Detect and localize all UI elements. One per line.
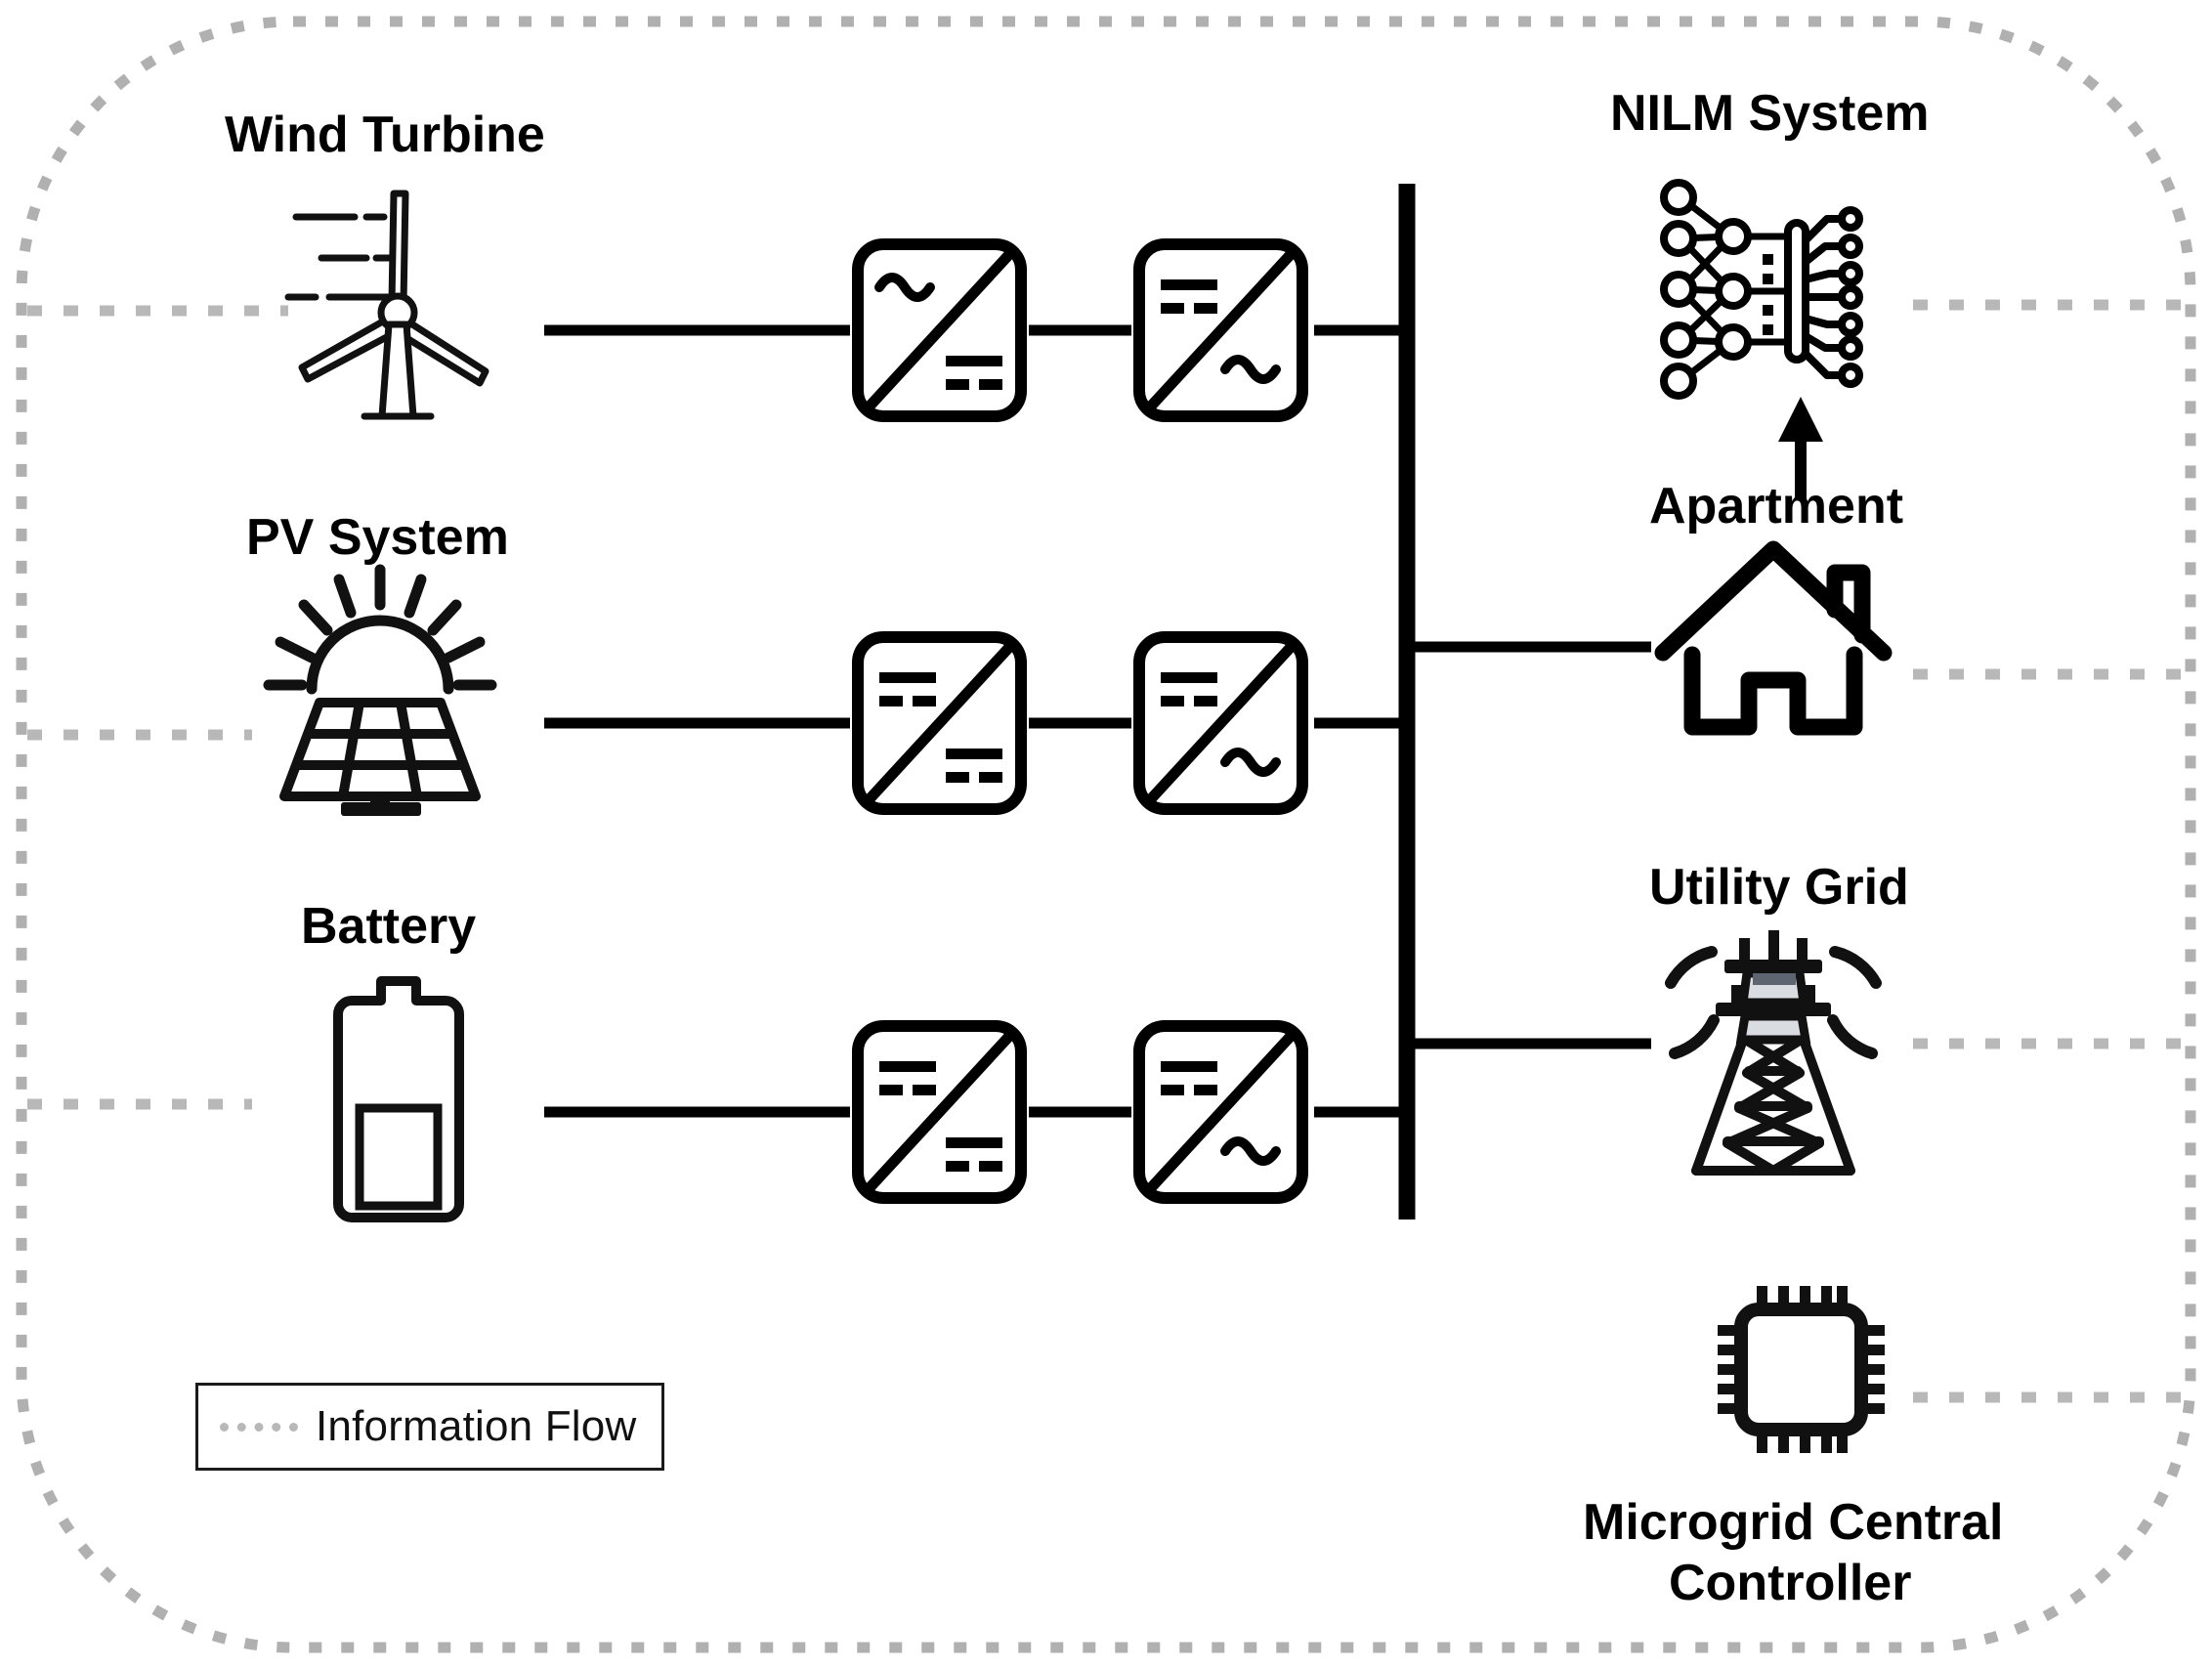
converter-battery-dc-dc — [850, 1018, 1029, 1206]
battery-icon — [330, 971, 467, 1225]
inverter-battery-dc-ac — [1131, 1018, 1310, 1206]
solar-panel-icon — [259, 562, 503, 816]
label-battery: Battery — [301, 898, 477, 955]
label-pv-system: PV System — [246, 509, 509, 566]
house-icon — [1651, 535, 1895, 746]
label-wind-turbine: Wind Turbine — [225, 107, 545, 163]
inverter-pv-dc-ac — [1131, 629, 1310, 817]
legend-information-flow: Information Flow — [195, 1383, 665, 1471]
power-lines — [544, 324, 1651, 1118]
legend-dotted-line-sample — [220, 1422, 298, 1432]
wind-turbine-icon — [278, 176, 493, 420]
label-microgrid-controller-line2: Controller — [1669, 1555, 1912, 1611]
label-apartment: Apartment — [1649, 478, 1904, 535]
inverter-wind-dc-ac — [1131, 236, 1310, 424]
transmission-tower-icon — [1632, 909, 1915, 1182]
apartment-to-nilm-arrow — [1778, 397, 1823, 498]
neural-network-icon — [1651, 176, 1876, 401]
converter-wind-ac-dc — [850, 236, 1029, 424]
converter-pv-dc-dc — [850, 629, 1029, 817]
legend-label: Information Flow — [316, 1402, 637, 1450]
label-nilm-system: NILM System — [1610, 85, 1930, 142]
cpu-chip-icon — [1716, 1284, 1887, 1455]
label-utility-grid: Utility Grid — [1649, 859, 1909, 916]
label-microgrid-controller-line1: Microgrid Central — [1583, 1494, 2004, 1551]
information-flow-lines — [27, 299, 2187, 1403]
